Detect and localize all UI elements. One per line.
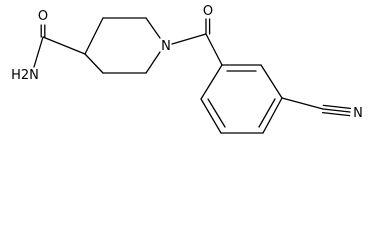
bond-pip-c4-c3 [84,17,104,55]
amide-nitrogen-label: H2N [11,68,39,83]
ring-nitrogen-label: N [161,39,171,54]
bond-pip-c2-n1 [145,17,161,39]
bond-ar-c5-c6 [200,98,222,134]
bond-carbonyl-aryl [205,33,223,66]
bond-amide-c-n [33,36,44,68]
bond-ar-inner-2 [258,98,276,128]
bonds [33,17,352,134]
ketone-oxygen-label: O [203,4,213,19]
bond-ar-c2-c3 [260,64,283,99]
bond-n1-carbonyl [171,33,207,45]
bond-amide-c-ring [42,36,86,55]
atom-labels: O H2N N O N [11,4,363,121]
structure-diagram: O H2N N O N [11,4,363,134]
bond-ar-c6-c1 [200,64,223,100]
bond-pip-c5-c4 [84,53,104,74]
bond-pip-n1-c6 [145,51,161,74]
bond-nitrile-2 [322,104,352,110]
nitrile-nitrogen-label: N [353,106,363,121]
bond-ar-nitrile-c [281,97,324,110]
bond-nitrile-3 [321,111,351,117]
bond-ar-c3-c4 [262,97,283,134]
bond-nitrile-1 [322,108,351,113]
amide-oxygen-label: O [38,9,48,24]
bond-ar-inner-3 [207,98,226,128]
